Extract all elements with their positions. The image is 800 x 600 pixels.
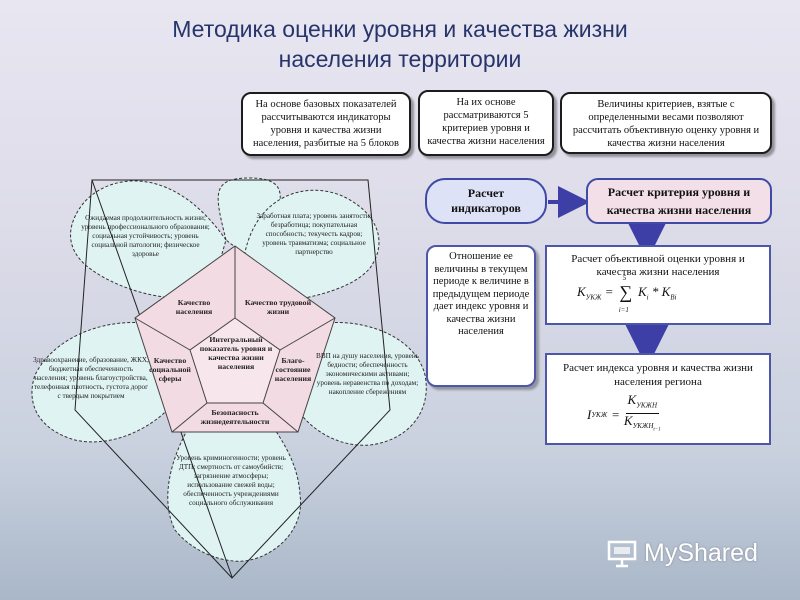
index-box-label: Расчет индекса уровня и качества жизни н… (563, 362, 753, 388)
petal-top-right-text: Заработная плата; уровень занятости; без… (256, 212, 372, 256)
myshared-logo: MyShared (606, 538, 758, 568)
relation-box: Отношение ее величины в текущем периоде … (426, 245, 536, 387)
logo-text: MyShared (644, 538, 758, 567)
presentation-icon (607, 540, 637, 568)
title-line-1: Методика оценки уровня и качества жизни (172, 16, 628, 42)
objective-box: Расчет объективной оценки уровня и качес… (545, 245, 771, 325)
callout-indicators-text: На основе базовых показателей рассчитыва… (252, 99, 400, 149)
petal-bottom (167, 424, 301, 562)
inner-pentagon (189, 317, 281, 404)
callout-criteria-text: На их основе рассматриваются 5 критериев… (427, 97, 545, 147)
petal-right-text: ВВП на душу населения, уровень бедности;… (316, 352, 419, 396)
index-box: Расчет индекса уровня и качества жизни н… (545, 353, 771, 445)
criterion-box: Расчет критерия уровня и качества жизни … (586, 178, 772, 224)
callout-indicators: На основе базовых показателей рассчитыва… (241, 92, 411, 156)
indicators-box: Расчет индикаторов (425, 178, 547, 224)
petal-top-left (70, 180, 227, 299)
callout-criteria: На их основе рассматриваются 5 критериев… (418, 90, 554, 156)
petal-left-text: Здравоохранение, образование, ЖКХ, бюдже… (33, 356, 149, 400)
objective-box-label: Расчет объективной оценки уровня и качес… (571, 253, 745, 278)
title-line-2: населения территории (278, 46, 522, 72)
callout-objective-text: Величины критериев, взятые с определенны… (572, 99, 760, 149)
objective-formula: KУКЖ = 5 ∑ i=1 Ki * KBi (577, 274, 677, 315)
segment-welfare: Благо-состояние населения (274, 356, 312, 383)
petal-top-left-text: Ожидаемая продолжительность жизни; урове… (81, 214, 210, 258)
petal-right (294, 321, 427, 446)
relation-box-text: Отношение ее величины в текущем периоде … (432, 251, 530, 337)
petal-left (31, 321, 173, 443)
segment-work-quality: Качество трудовой жизни (244, 298, 312, 316)
segment-social-quality: Качество социальной сферы (149, 356, 191, 383)
segment-population-quality: Качество населения (175, 298, 213, 316)
petal-bottom-text: Уровень криминогенности; уровень ДТП; см… (176, 454, 286, 507)
integral-indicator: Интегральный показатель уровня и качеств… (199, 335, 273, 371)
star-outline (74, 179, 391, 579)
callout-objective: Величины критериев, взятые с определенны… (560, 92, 772, 154)
slide-title: Методика оценки уровня и качества жизни … (0, 14, 800, 74)
segment-safety: Безопасность жизнедеятельности (200, 408, 270, 426)
criterion-box-label: Расчет критерия уровня и качества жизни … (606, 185, 752, 217)
indicators-box-label: Расчет индикаторов (451, 186, 521, 215)
